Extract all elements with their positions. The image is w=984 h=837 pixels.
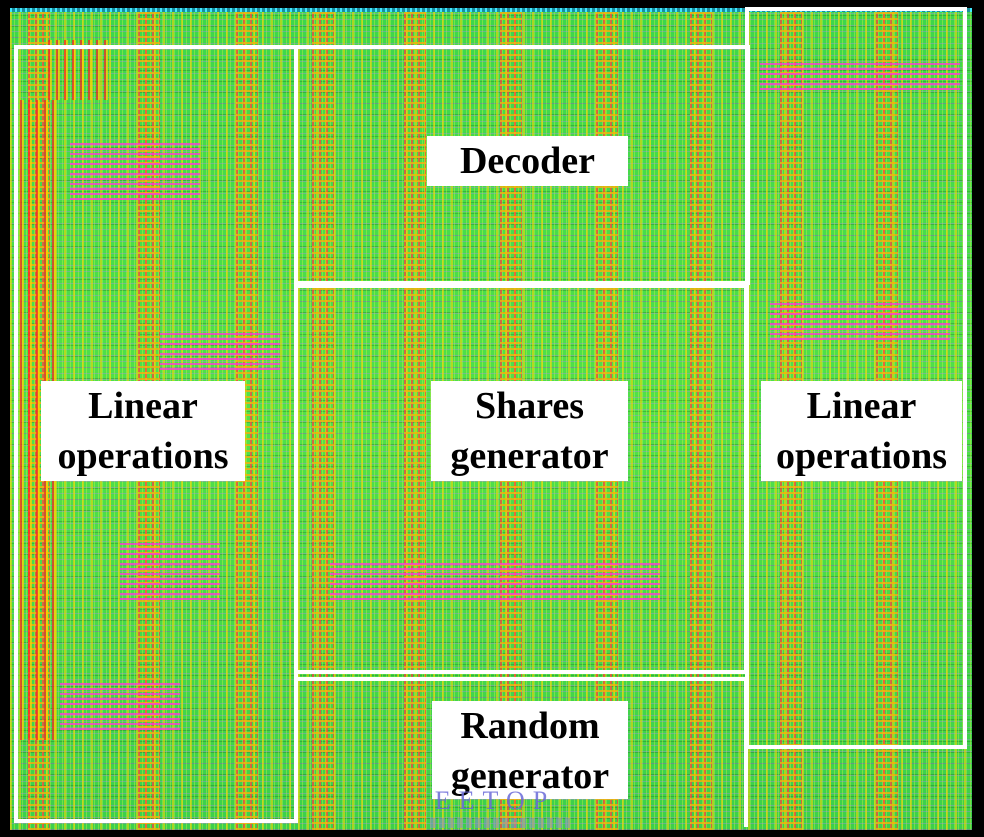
watermark: EETOP: [434, 786, 556, 815]
linear-left-line2: operations: [57, 435, 229, 477]
shares-generator-label: Shares generator: [431, 381, 628, 481]
linear-operations-right-label: Linear operations: [761, 381, 962, 481]
linear-right-line2: operations: [776, 435, 947, 477]
routing-congestion: [70, 140, 200, 200]
cell-cluster: [48, 40, 108, 100]
decoder-label: Decoder: [427, 136, 628, 186]
routing-congestion: [120, 540, 220, 600]
decoder-label-text: Decoder: [459, 140, 596, 182]
random-generator-label: Random generator: [432, 701, 628, 799]
shares-line2: generator: [450, 435, 609, 477]
watermark-subtext: [430, 818, 570, 828]
routing-congestion: [60, 680, 180, 730]
routing-congestion: [770, 300, 950, 340]
random-line1: Random: [460, 705, 600, 747]
random-generator-block: [296, 677, 748, 827]
routing-congestion: [760, 60, 960, 90]
routing-congestion: [330, 560, 660, 600]
routing-congestion: [160, 330, 280, 370]
power-rail: [690, 12, 712, 830]
linear-left-line1: Linear: [88, 385, 198, 427]
linear-operations-left-block: [14, 45, 298, 823]
random-line2: generator: [450, 755, 610, 797]
shares-line1: Shares: [474, 385, 585, 427]
linear-right-line1: Linear: [806, 385, 917, 427]
linear-operations-right-block: [745, 7, 967, 749]
power-rail: [312, 12, 334, 830]
power-rail: [236, 12, 258, 830]
linear-operations-left-label: Linear operations: [41, 381, 245, 481]
power-rail: [404, 12, 426, 830]
